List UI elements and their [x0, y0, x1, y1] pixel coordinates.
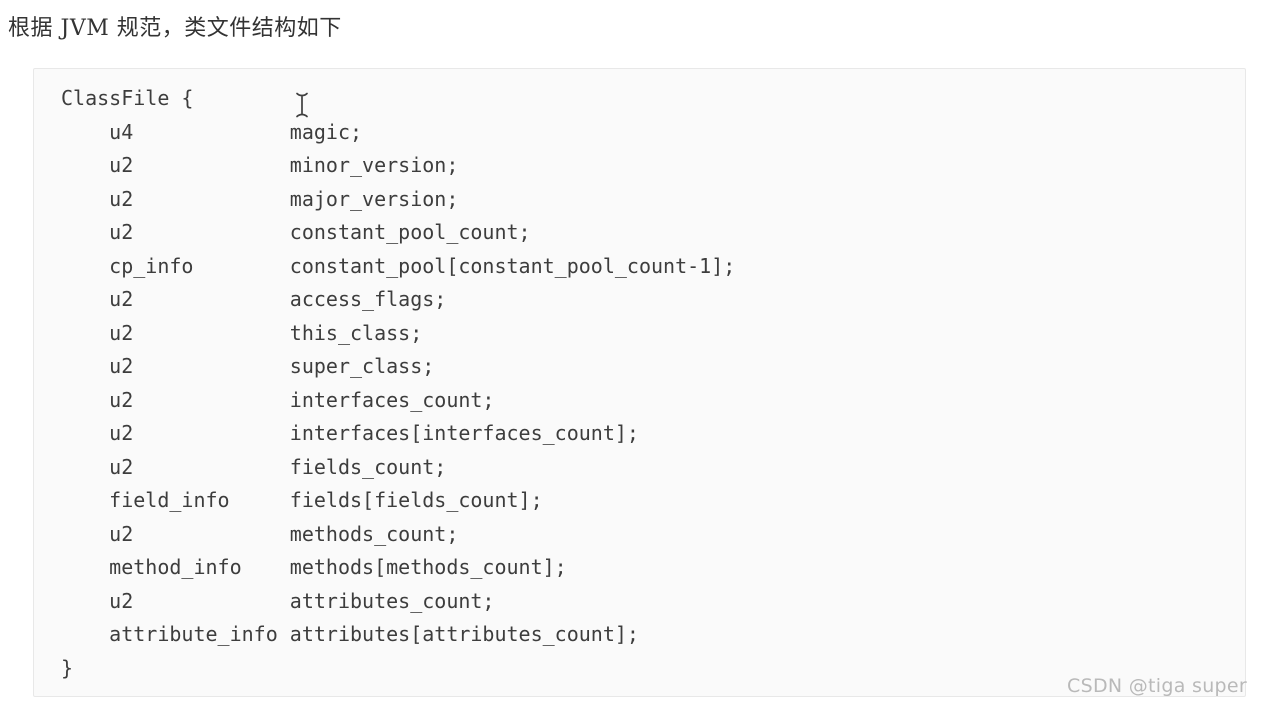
code-line: method_info methods[methods_count]; — [61, 555, 567, 579]
code-line: u2 minor_version; — [61, 153, 459, 177]
watermark: CSDN @tiga super — [1067, 675, 1247, 697]
code-line: u2 super_class; — [61, 354, 435, 378]
code-line: u2 access_flags; — [61, 287, 447, 311]
code-line: u2 constant_pool_count; — [61, 220, 531, 244]
code-block: ClassFile { u4 magic; u2 minor_version; … — [33, 68, 1246, 697]
code-line: u2 attributes_count; — [61, 588, 495, 613]
code-line: cp_info constant_pool[constant_pool_coun… — [61, 253, 736, 278]
code-line: attribute_info attributes[attributes_cou… — [61, 622, 639, 646]
code-line: u2 methods_count; — [61, 521, 459, 546]
code-line: u4 magic; — [61, 119, 363, 144]
code-line: } — [61, 655, 74, 680]
code-line: u2 interfaces[interfaces_count]; — [61, 421, 639, 445]
code-line: u2 major_version; — [61, 186, 459, 211]
code-line: field_info fields[fields_count]; — [61, 488, 543, 512]
page-title: 根据 JVM 规范，类文件结构如下 — [8, 16, 342, 41]
code-line: u2 fields_count; — [61, 454, 447, 479]
code-line: u2 this_class; — [61, 320, 423, 345]
code-line: ClassFile { — [61, 86, 194, 110]
code-line: u2 interfaces_count; — [61, 387, 495, 412]
